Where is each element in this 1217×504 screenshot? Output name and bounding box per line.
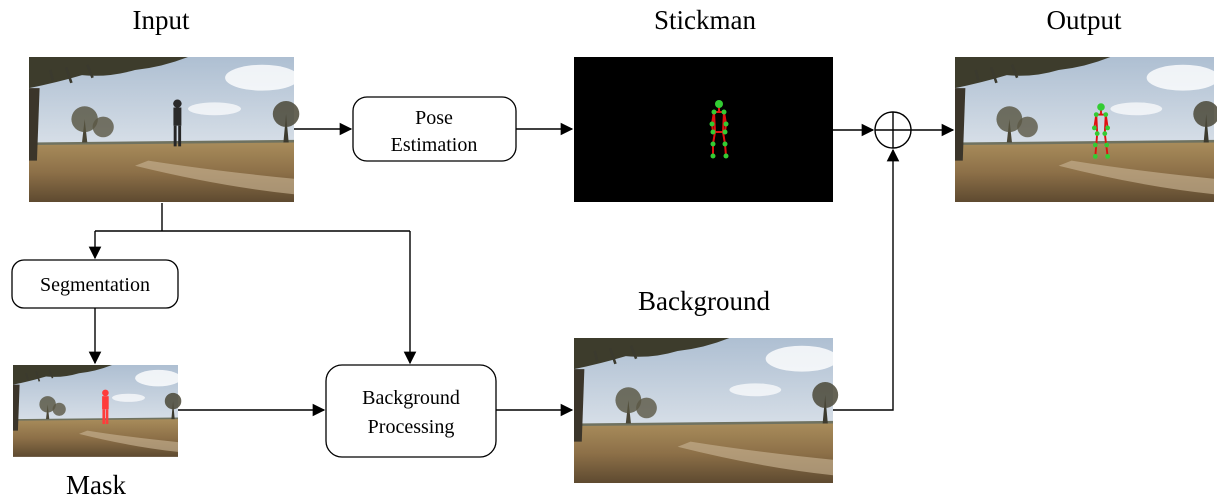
background-processing-box: Background Processing: [325, 364, 497, 458]
arrow-background-to-combine: [833, 148, 900, 411]
stickman-title: Stickman: [654, 5, 756, 35]
person-figure: [173, 99, 182, 147]
bgproc-label-line1: Background: [362, 387, 460, 409]
output-skeleton: [1091, 103, 1111, 159]
combine-operator-icon: [874, 111, 912, 149]
skeleton-figure: [709, 100, 729, 159]
output-title: Output: [1046, 5, 1122, 35]
mask-title: Mask: [66, 470, 126, 499]
background-image: [572, 336, 840, 485]
segmentation-box: Segmentation: [11, 259, 179, 309]
mask-image: [12, 364, 183, 458]
pose-label-line2: Estimation: [391, 134, 478, 156]
pose-estimation-box: Pose Estimation: [352, 96, 517, 162]
input-title: Input: [133, 5, 190, 35]
output-image: [953, 55, 1217, 204]
pose-label-line1: Pose: [415, 107, 453, 129]
stickman-image: [574, 57, 833, 202]
background-title: Background: [638, 286, 770, 316]
bgproc-label-line2: Processing: [368, 416, 455, 438]
input-image: [27, 55, 301, 204]
segmentation-label: Segmentation: [40, 274, 150, 296]
mask-silhouette: [102, 389, 109, 425]
